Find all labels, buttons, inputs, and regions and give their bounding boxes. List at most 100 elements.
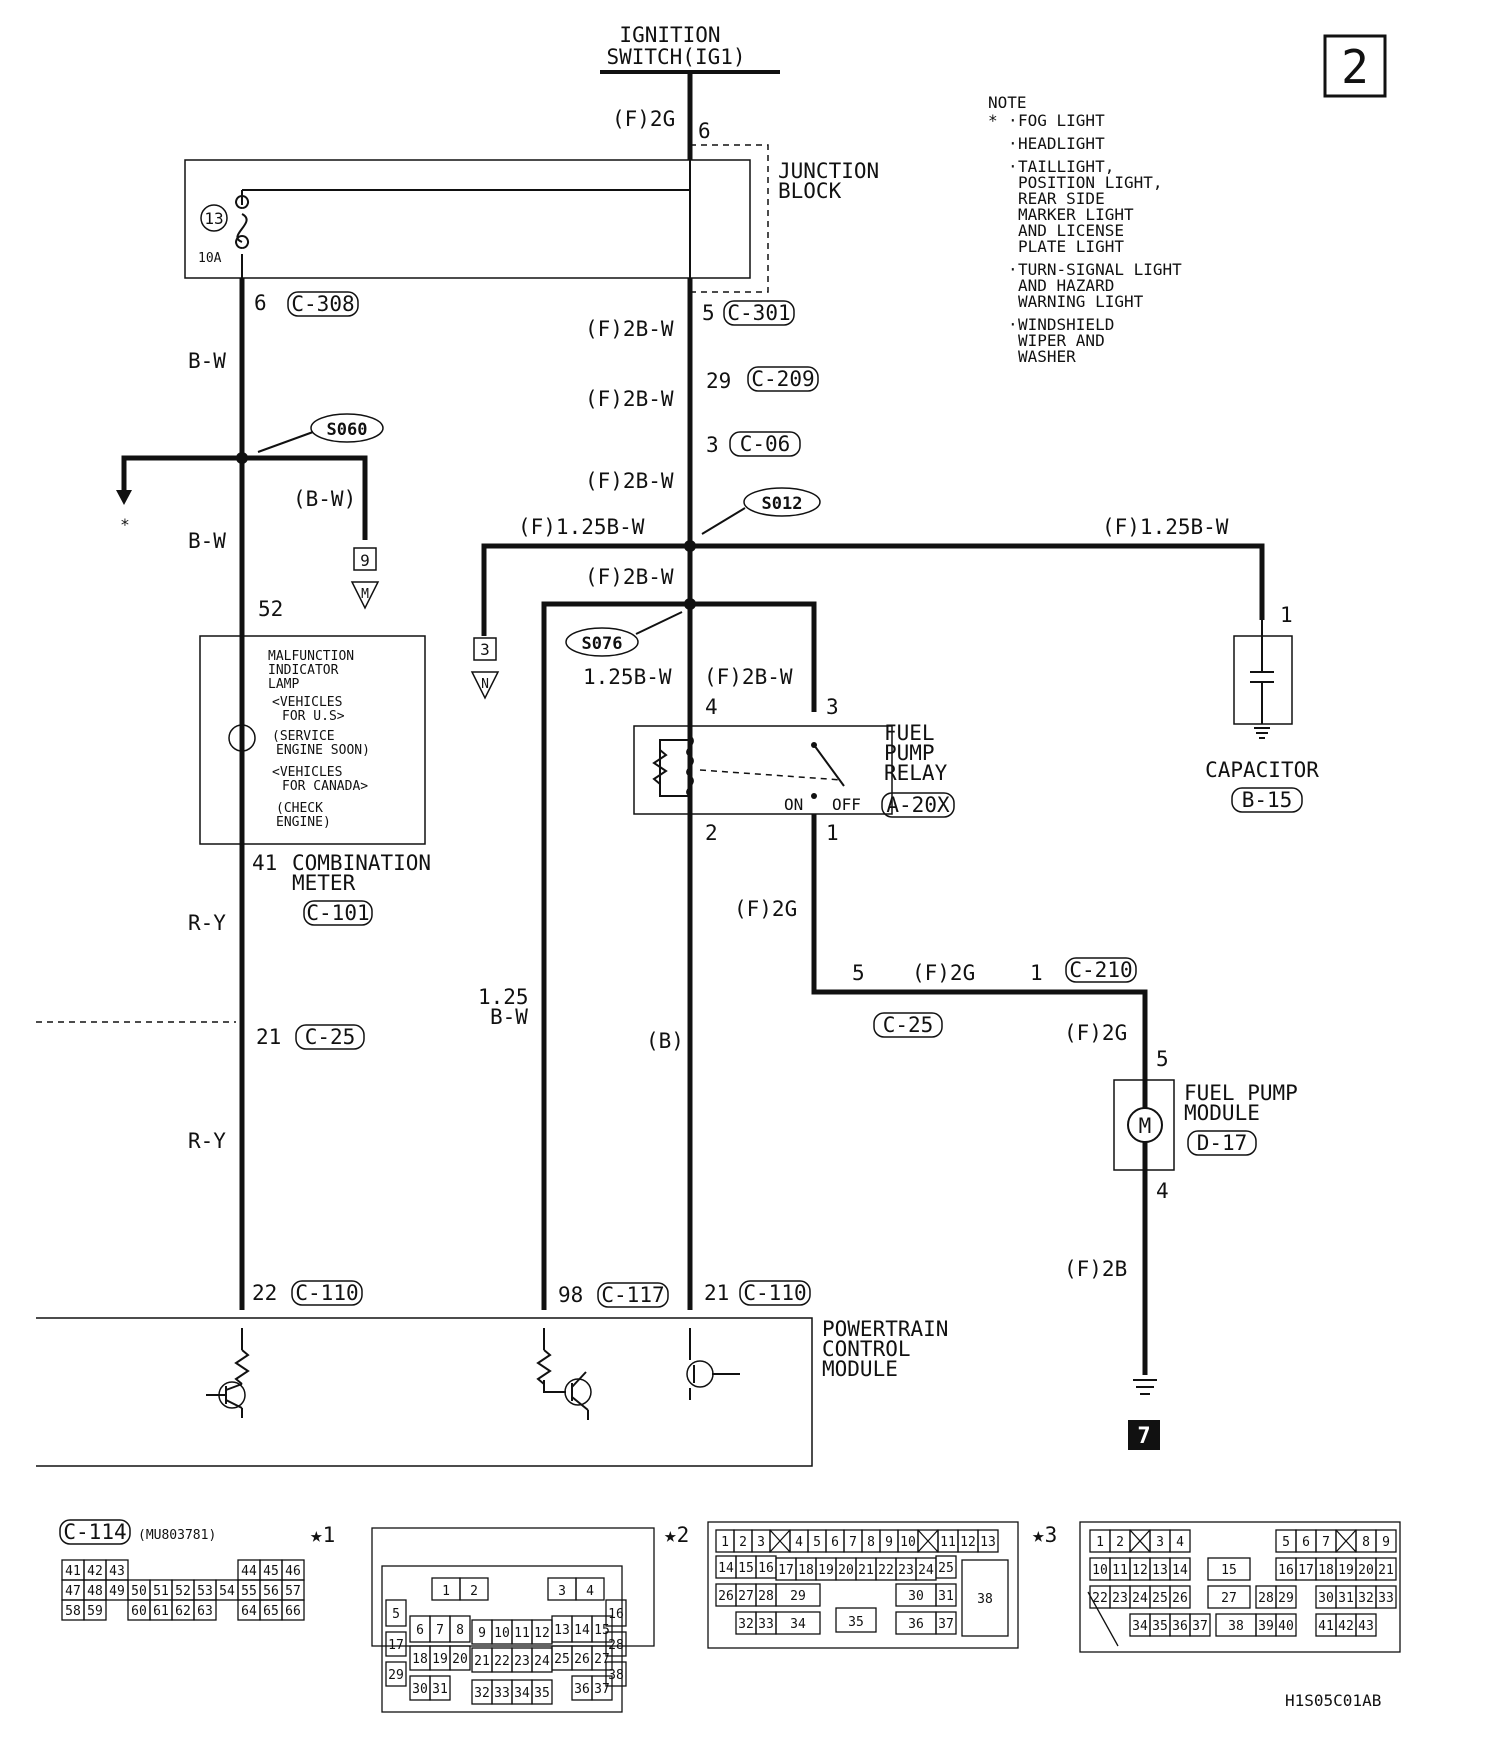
svg-text:26: 26 [1172,1591,1188,1606]
svg-text:19: 19 [432,1652,448,1667]
svg-text:32: 32 [1358,1591,1374,1606]
star-1: ★1 [310,1523,335,1547]
note-item-12: WINDSHIELD [1018,315,1114,334]
svg-text:8: 8 [1362,1535,1370,1550]
svg-text:13: 13 [554,1623,570,1638]
diagram-code: H1S05C01AB [1285,1691,1381,1710]
combination-meter-box [199,635,426,845]
svg-text:21: 21 [858,1563,874,1578]
svg-text:35: 35 [534,1686,550,1701]
svg-text:4: 4 [795,1535,803,1550]
pin-1-relay: 1 [826,821,839,845]
svg-text:33: 33 [1378,1591,1394,1606]
svg-text:8: 8 [867,1535,875,1550]
wire-label-f125bw-right: (F)1.25B-W [1102,515,1229,539]
combination-meter-label-2: METER [292,871,356,895]
svg-text:5: 5 [813,1535,821,1550]
wire-label-f2g-relay: (F)2G [734,897,797,921]
svg-text:35: 35 [848,1615,864,1630]
svg-text:7: 7 [849,1535,857,1550]
svg-text:5: 5 [1282,1535,1290,1550]
svg-text:7: 7 [1322,1535,1330,1550]
svg-text:41: 41 [1318,1619,1334,1634]
svg-text:2: 2 [1116,1535,1124,1550]
junction-block-label-1: JUNCTION [778,159,879,183]
c114-pin-label: 46 [285,1564,301,1579]
svg-text:22: 22 [878,1563,894,1578]
c114-pin-label: 55 [241,1584,257,1599]
svg-text:37: 37 [594,1682,610,1697]
lamp-icon [228,724,256,752]
svg-text:31: 31 [938,1589,954,1604]
pin-3-relay: 3 [826,695,839,719]
fuel-pump-module-label-1: FUEL PUMP [1184,1081,1298,1105]
svg-text:14: 14 [574,1623,590,1638]
conn-c110-left: C-110 [295,1281,358,1305]
svg-text:·: · [1008,111,1018,130]
svg-text:*: * [120,515,130,534]
svg-text:2: 2 [739,1535,747,1550]
svg-text:1: 1 [1096,1535,1104,1550]
svg-text:27: 27 [1221,1591,1237,1606]
pcm-label-1: POWERTRAIN [822,1317,948,1341]
wire-label-b: (B) [646,1029,684,1053]
ground-7-label: 7 [1137,1424,1150,1449]
svg-text:26: 26 [574,1652,590,1667]
ground-m-letter: M [361,587,369,602]
svg-text:37: 37 [938,1617,954,1632]
c114-pin-label: 63 [197,1604,213,1619]
ignition-switch-label-2: SWITCH(IG1) [606,45,745,69]
svg-text:6: 6 [416,1623,424,1638]
conn-c301: C-301 [727,301,790,325]
c114-pin-cell [281,1599,305,1621]
c114-pin-label: 54 [219,1584,235,1599]
mil-line-5: FOR U.S> [282,709,345,724]
svg-text:18: 18 [412,1652,428,1667]
svg-text:10: 10 [494,1626,510,1641]
mil-line-8: <VEHICLES [272,765,342,780]
c114-pin-label: 43 [109,1564,125,1579]
note-item-4: POSITION LIGHT, [1018,173,1163,192]
wire-label-bw-1: B-W [188,349,226,373]
note-item-8: PLATE LIGHT [1018,237,1124,256]
pin-21-c25: 21 [256,1025,281,1049]
svg-text:32: 32 [474,1686,490,1701]
svg-text:7: 7 [436,1623,444,1638]
pcm-label-2: CONTROL [822,1337,911,1361]
mil-line-4: <VEHICLES [272,695,342,710]
svg-text:M: M [1139,1114,1152,1138]
c114-pin-label: 65 [263,1604,279,1619]
pin-29: 29 [706,369,731,393]
fuse-rating: 10A [198,251,222,266]
svg-text:3: 3 [757,1535,765,1550]
svg-text:31: 31 [432,1682,448,1697]
note-item-13: WIPER AND [1018,331,1105,350]
svg-text:18: 18 [798,1563,814,1578]
svg-text:9: 9 [1382,1535,1390,1550]
svg-text:24: 24 [1132,1591,1148,1606]
wire-label-f2g-top: (F)2G [612,107,675,131]
c114-pin-label: 58 [65,1604,81,1619]
pin-1-c210: 1 [1030,961,1043,985]
wire-label-f2bw-1: (F)2B-W [585,317,674,341]
svg-text:15: 15 [1221,1563,1237,1578]
svg-text:16: 16 [1278,1563,1294,1578]
relay-switch-icon [813,744,845,787]
wire-label-f2bw-3: (F)2B-W [585,469,674,493]
mil-line-11: ENGINE) [276,815,331,830]
pcm-transistor-1 [206,1328,250,1418]
star-2: ★2 [664,1523,689,1547]
note-star: * [988,111,998,130]
conn-a20x: A-20X [886,793,950,817]
c114-pin-label: 62 [175,1604,191,1619]
mil-line-2: INDICATOR [268,663,339,678]
pin-1-capacitor: 1 [1280,603,1293,627]
wire-label-ry-2: R-Y [188,1129,226,1153]
pin-5-pump: 5 [1156,1047,1169,1071]
wire-label-f2g-pump: (F)2G [1064,1021,1127,1045]
svg-text:·: · [1008,260,1018,279]
mil-line-6: (SERVICE [272,729,335,744]
wire-label-f2g-horiz: (F)2G [912,961,975,985]
svg-text:28: 28 [758,1589,774,1604]
mil-line-7: ENGINE SOON) [276,743,370,758]
